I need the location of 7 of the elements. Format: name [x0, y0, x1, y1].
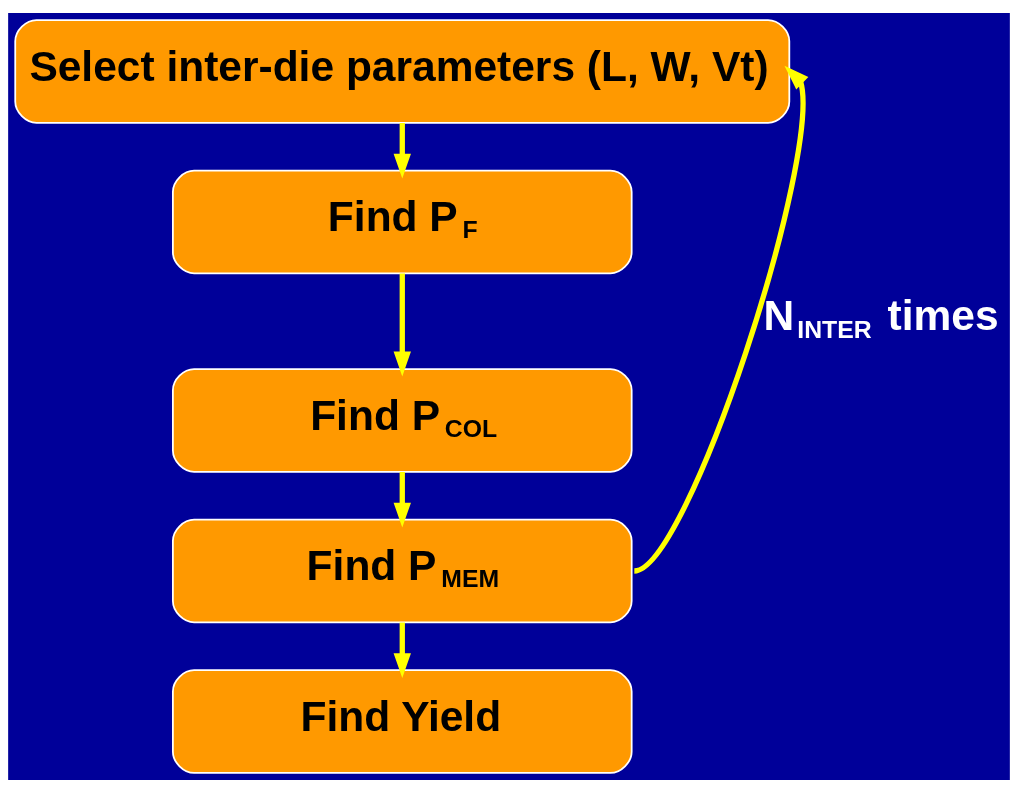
node-box: Find Yield — [172, 669, 633, 774]
arrow — [633, 65, 809, 574]
arrow — [393, 471, 411, 528]
arrow — [393, 622, 411, 679]
arrow — [393, 273, 411, 377]
node-box: Select inter-die parameters (L, W, Vt) — [14, 19, 791, 124]
arrow — [393, 123, 411, 179]
